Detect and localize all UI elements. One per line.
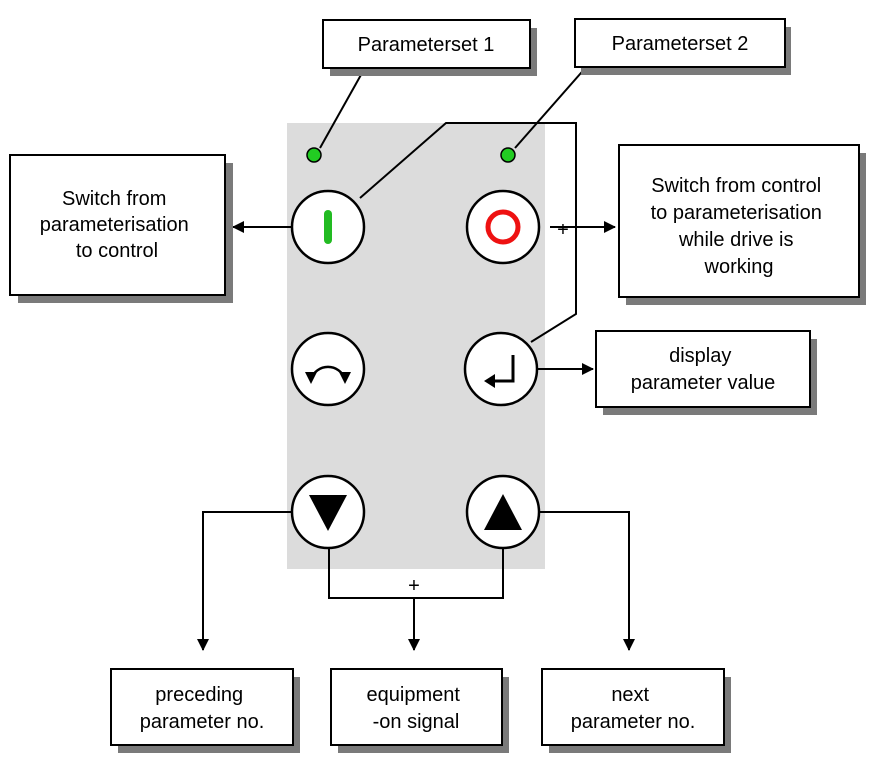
display-value-line-1: display xyxy=(669,345,731,367)
svg-text:preceding parameter no.: preceding parameter no. xyxy=(140,684,265,733)
enter-return-icon xyxy=(484,355,515,388)
switch-to-control-box: Switch from parameterisation to control xyxy=(9,154,233,303)
switch-to-control-line-3: to control xyxy=(76,240,158,262)
parameterset-2-box: Parameterset 2 xyxy=(574,18,791,75)
green-vertical-bar-icon xyxy=(324,210,332,244)
plus-sign-updown: + xyxy=(408,575,420,597)
stop-button[interactable] xyxy=(465,189,541,265)
parameterset-1-label: Parameterset 1 xyxy=(358,34,495,56)
parameterset-1-box: Parameterset 1 xyxy=(322,19,537,76)
switch-to-param-line-2: to parameterisation xyxy=(651,202,822,224)
start-button[interactable] xyxy=(290,189,366,265)
triangle-down-icon xyxy=(309,495,347,531)
plus-sign-stop: + xyxy=(557,219,569,241)
svg-text:display parameter value: display parameter value xyxy=(631,345,776,394)
parameterset-1-led xyxy=(306,147,322,163)
svg-text:Switch from parameterisa: Switch from parameterisation to control xyxy=(40,188,195,262)
triangle-up-icon xyxy=(484,494,522,530)
next-line-2: parameter no. xyxy=(571,711,696,733)
display-value-box: display parameter value xyxy=(595,330,817,415)
next-line-1: next xyxy=(611,684,649,706)
svg-text:equipment -on signal: equipment -on signal xyxy=(367,684,466,733)
equipment-on-box: equipment -on signal xyxy=(330,668,509,753)
display-value-line-2: parameter value xyxy=(631,372,776,394)
equipment-on-line-1: equipment xyxy=(367,684,461,706)
red-circle-icon xyxy=(485,209,521,245)
down-button[interactable] xyxy=(290,474,366,550)
preceding-box: preceding parameter no. xyxy=(110,668,300,753)
switch-to-param-line-1: Switch from control xyxy=(651,175,821,197)
connector-lines xyxy=(197,56,635,651)
up-button[interactable] xyxy=(465,474,541,550)
preceding-line-2: parameter no. xyxy=(140,711,265,733)
switch-to-control-line-2: parameterisation xyxy=(40,214,189,236)
switch-to-control-line-1: Switch from xyxy=(62,188,166,210)
equipment-on-line-2: -on signal xyxy=(373,711,460,733)
switch-to-param-box: Switch from control to parameterisation … xyxy=(618,144,866,305)
switch-to-param-line-3: while drive is xyxy=(678,229,793,251)
parameterset-2-label: Parameterset 2 xyxy=(612,33,749,55)
svg-text:Switch from control to p: Switch from control to parameterisation … xyxy=(651,175,828,278)
switch-to-param-line-4: working xyxy=(704,256,774,278)
enter-button[interactable] xyxy=(463,331,539,407)
preceding-line-1: preceding xyxy=(155,684,243,706)
svg-text:next parameter no.: next parameter no. xyxy=(571,684,696,733)
parameterset-2-led xyxy=(500,147,516,163)
next-box: next parameter no. xyxy=(541,668,731,753)
toggle-button[interactable] xyxy=(290,331,366,407)
rotate-arrows-icon xyxy=(305,365,351,384)
